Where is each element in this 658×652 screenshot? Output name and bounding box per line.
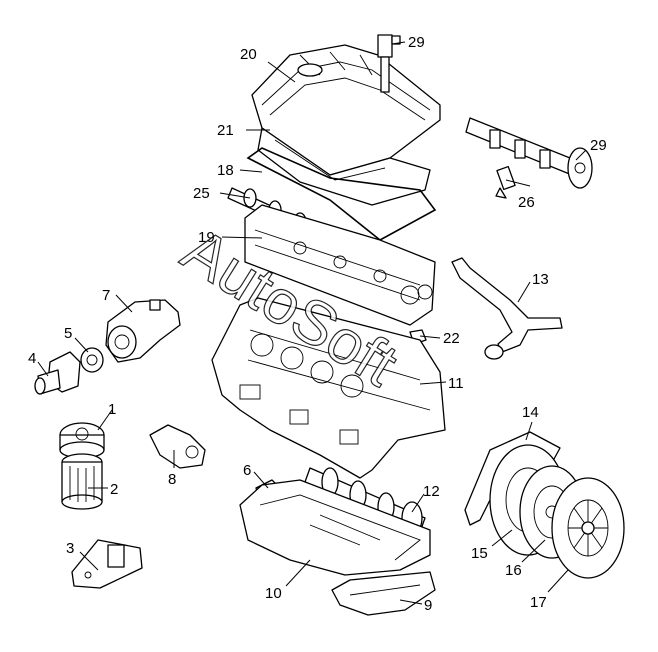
callout-19: 19 [198,229,215,246]
fuel-injector [495,165,516,199]
callout-25: 25 [193,185,210,202]
callout-9: 9 [424,597,432,614]
callout-5: 5 [64,325,72,342]
callout-6: 6 [243,462,251,479]
coolant-pipe [451,257,563,360]
callout-4: 4 [28,350,36,367]
callout-18: 18 [217,162,234,179]
engine-mount-bracket [71,539,143,589]
callout-10: 10 [265,585,282,602]
callout-26: 26 [518,194,535,211]
callout-8: 8 [168,471,176,488]
pump-housing [149,424,206,469]
callout-20: 20 [240,46,257,63]
fuel-rail [465,117,593,189]
pressure-plate [551,477,625,579]
callout-15: 15 [471,545,488,562]
thermostat-housing [105,299,181,363]
leader-lines [37,41,587,605]
callout-labels: 29 20 21 18 25 19 26 29 13 22 11 7 5 4 1… [28,34,607,614]
callout-3: 3 [66,540,74,557]
callout-11: 11 [448,375,464,392]
callout-17: 17 [530,594,547,611]
water-outlet [34,351,81,395]
oil-pan-upper [239,479,431,576]
oil-filter-housing [59,422,105,459]
thermostat [80,347,104,373]
callout-14: 14 [522,404,539,421]
engine-block [211,297,446,479]
oil-sump [331,571,436,616]
callout-13: 13 [532,271,549,288]
callout-16: 16 [505,562,522,579]
valve-cover-gasket [246,147,437,241]
callout-1: 1 [108,401,116,418]
ignition-coil [377,34,401,93]
callout-12: 12 [423,483,440,500]
oil-filter [61,453,103,510]
callout-2: 2 [110,481,118,498]
cylinder-head [244,204,436,326]
callout-29: 29 [590,137,607,154]
callout-21: 21 [217,122,234,139]
callout-7: 7 [102,287,110,304]
callout-22: 29 [408,34,425,51]
callout-24: 22 [443,330,460,347]
